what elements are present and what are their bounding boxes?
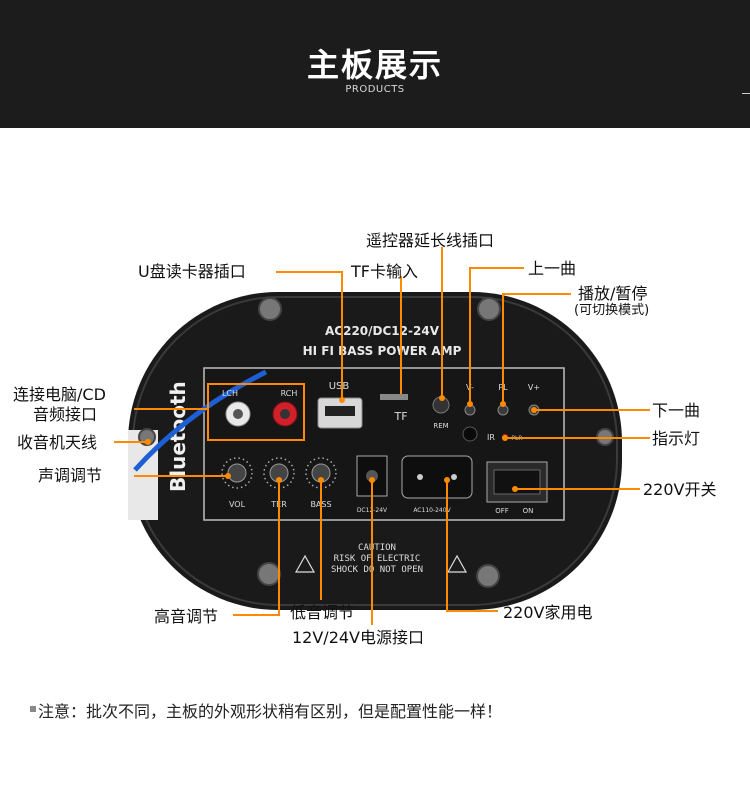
screw-icon: [477, 297, 501, 321]
ac-pin-right: [451, 474, 457, 480]
caution-line-1: CAUTION: [358, 543, 396, 553]
label-ac-power: 220V家用电: [503, 603, 593, 622]
model-text: AC220/DC12-24V: [325, 324, 440, 338]
header-divider: [742, 93, 750, 94]
label-pc-audio-2: 音频接口: [33, 405, 98, 424]
warning-icon-right: [446, 554, 468, 573]
vol-dial-ring: [221, 457, 253, 489]
page-header: 主板展示 PRODUCTS: [0, 0, 750, 128]
page-subtitle: PRODUCTS: [345, 84, 405, 95]
callout-dot: [276, 477, 282, 483]
treble-callout: [233, 480, 280, 616]
callout-dot: [531, 407, 537, 413]
callout-dot: [502, 435, 508, 441]
callout-dot: [444, 477, 450, 483]
callout-dot: [225, 473, 231, 479]
prev-callout: [469, 267, 524, 404]
label-treble-adjust: 高音调节: [154, 607, 219, 626]
label-indicator: 指示灯: [652, 429, 701, 448]
footer-note: 注意：批次不同，主板的外观形状稍有区别，但是配置性能一样！: [38, 702, 503, 721]
screw-icon: [476, 564, 500, 588]
callout-dot: [512, 486, 518, 492]
callout-dot: [145, 439, 151, 445]
rca-right-hole: [280, 409, 290, 419]
caution-line-3: SHOCK DO NOT OPEN: [331, 565, 423, 575]
rca-left-hole: [233, 409, 243, 419]
usb-slot: [325, 406, 355, 416]
label-volume-adjust: 声调调节: [38, 466, 103, 485]
callout-dot: [439, 395, 445, 401]
callout-dot: [318, 477, 324, 483]
label-radio-antenna: 收音机天线: [17, 433, 98, 452]
callout-dots: [145, 395, 537, 492]
ir-label: IR: [487, 433, 495, 442]
label-play-pause: 播放/暂停: [578, 284, 648, 303]
on-label: ON: [523, 507, 534, 515]
ac-callout: [446, 480, 498, 612]
off-label: OFF: [495, 507, 509, 515]
callout-dot: [500, 401, 506, 407]
rca-highlight: [207, 383, 305, 441]
usb-callout: [276, 271, 343, 400]
callout-dot: [339, 397, 345, 403]
ac-socket[interactable]: [401, 455, 473, 499]
ac-label: AC110-240V: [413, 507, 451, 514]
label-usb-port: U盘读卡器插口: [138, 262, 246, 281]
label-dc-power: 12V/24V电源接口: [292, 628, 425, 647]
play-callout: [502, 293, 571, 404]
label-power-switch: 220V开关: [643, 480, 717, 499]
label-mode-switch: (可切换模式): [574, 303, 650, 318]
label-tf-input: TF卡输入: [351, 262, 418, 281]
page-title: 主板展示: [306, 46, 443, 84]
callout-dot: [369, 477, 375, 483]
label-next-track: 下一曲: [652, 401, 701, 420]
label-prev-track: 上一曲: [528, 259, 577, 278]
vol-knob[interactable]: [227, 463, 247, 483]
note-bullet-icon: [30, 706, 36, 712]
dc-jack-pin: [366, 470, 378, 482]
warning-icon-left: [294, 554, 316, 573]
tf-slot[interactable]: [380, 394, 408, 400]
caution-line-2: RISK OF ELECTRIC: [334, 554, 421, 564]
callout-lines: [114, 247, 650, 625]
screw-icons: [138, 297, 614, 588]
vplus-label: V+: [528, 383, 540, 392]
usb-label: USB: [329, 381, 350, 392]
ir-receiver: [462, 426, 478, 442]
label-bass-adjust: 低音调节: [290, 603, 355, 622]
label-pc-audio-1: 连接电脑/CD: [13, 385, 106, 404]
rem-label: REM: [433, 422, 448, 430]
tf-label: TF: [393, 410, 407, 423]
rch-label: RCH: [281, 389, 298, 398]
vol-label: VOL: [229, 500, 246, 509]
callout-dot: [467, 401, 473, 407]
ac-pin-left: [417, 474, 423, 480]
screw-icon: [258, 297, 282, 321]
lch-label: LCH: [222, 389, 238, 398]
desc-text: HI FI BASS POWER AMP: [303, 344, 462, 358]
label-remote-port: 遥控器延长线插口: [366, 231, 495, 250]
screw-icon: [257, 562, 281, 586]
